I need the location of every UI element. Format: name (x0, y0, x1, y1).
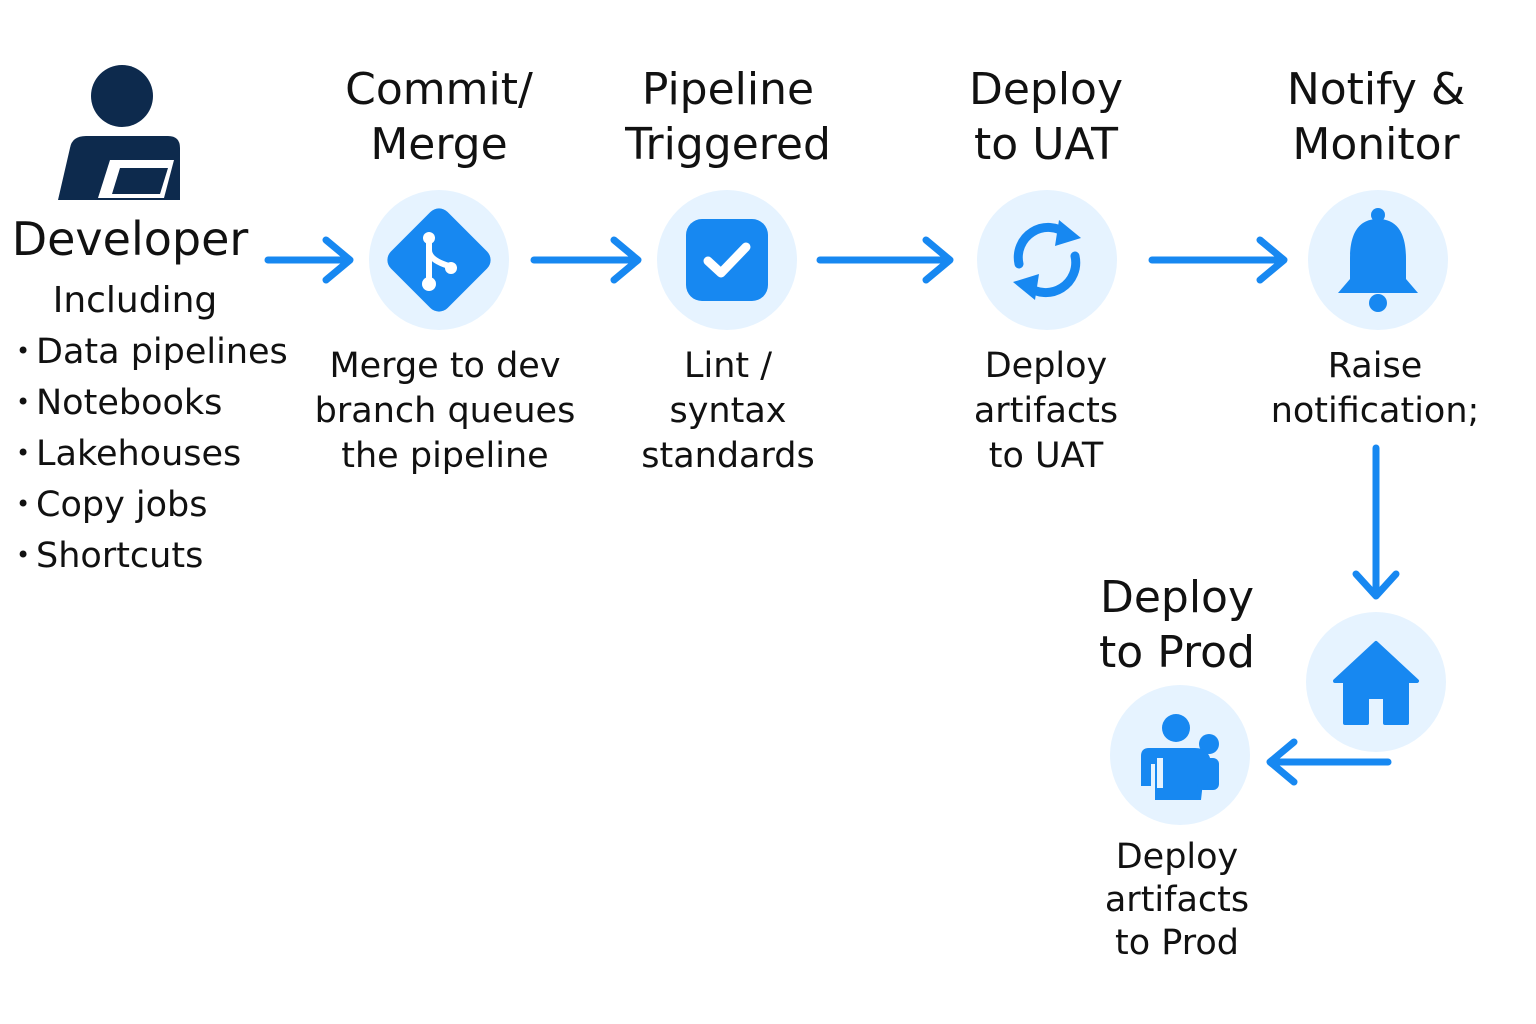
list-item: •Data pipelines (16, 332, 288, 372)
step-prod-desc: Deploy artifacts to Prod (1104, 837, 1250, 963)
developer-title: Developer (11, 212, 249, 266)
arrow-home-to-prod (1266, 738, 1392, 786)
developer-subtitle: Including (52, 280, 218, 321)
developer-person-icon (58, 65, 180, 200)
arrow-notify-down (1352, 444, 1400, 600)
step-commit-title: Commit/ Merge (345, 64, 533, 170)
arrow-uat-to-notify (1148, 236, 1288, 284)
arrow-commit-to-pipeline (530, 236, 642, 284)
step-commit-desc: Merge to dev branch queues the pipeline (314, 346, 576, 476)
git-branch-icon (387, 208, 491, 312)
arrow-pipeline-to-uat (816, 236, 954, 284)
step-prod-node (1110, 685, 1250, 825)
list-item: •Notebooks (16, 383, 223, 423)
list-item: •Shortcuts (16, 536, 204, 576)
step-prod-title: Deploy to Prod (1099, 572, 1255, 678)
home-icon (1333, 641, 1419, 725)
step-pipeline-title: Pipeline Triggered (625, 64, 831, 170)
team-icon (1141, 714, 1219, 800)
step-pipeline-desc: Lint / syntax standards (641, 346, 815, 476)
step-uat-title: Deploy to UAT (968, 64, 1124, 170)
step-uat-desc: Deploy artifacts to UAT (973, 346, 1119, 476)
list-item: •Lakehouses (16, 434, 242, 474)
checkbox-icon (686, 219, 768, 301)
step-notify-node (1308, 190, 1448, 330)
bell-icon (1338, 208, 1418, 312)
list-item: •Copy jobs (16, 485, 208, 525)
developer-icon-wrap (56, 64, 186, 204)
arrow-developer-to-commit (264, 236, 354, 284)
step-uat-node (977, 190, 1117, 330)
step-commit-node (369, 190, 509, 330)
developer-items-list: •Data pipelines •Notebooks •Lakehouses •… (16, 326, 288, 581)
step-notify-desc: Raise notification; (1270, 346, 1480, 431)
step-pipeline-node (657, 190, 797, 330)
refresh-icon (1013, 220, 1081, 300)
step-home-node (1306, 612, 1446, 752)
step-notify-title: Notify & Monitor (1286, 64, 1466, 170)
